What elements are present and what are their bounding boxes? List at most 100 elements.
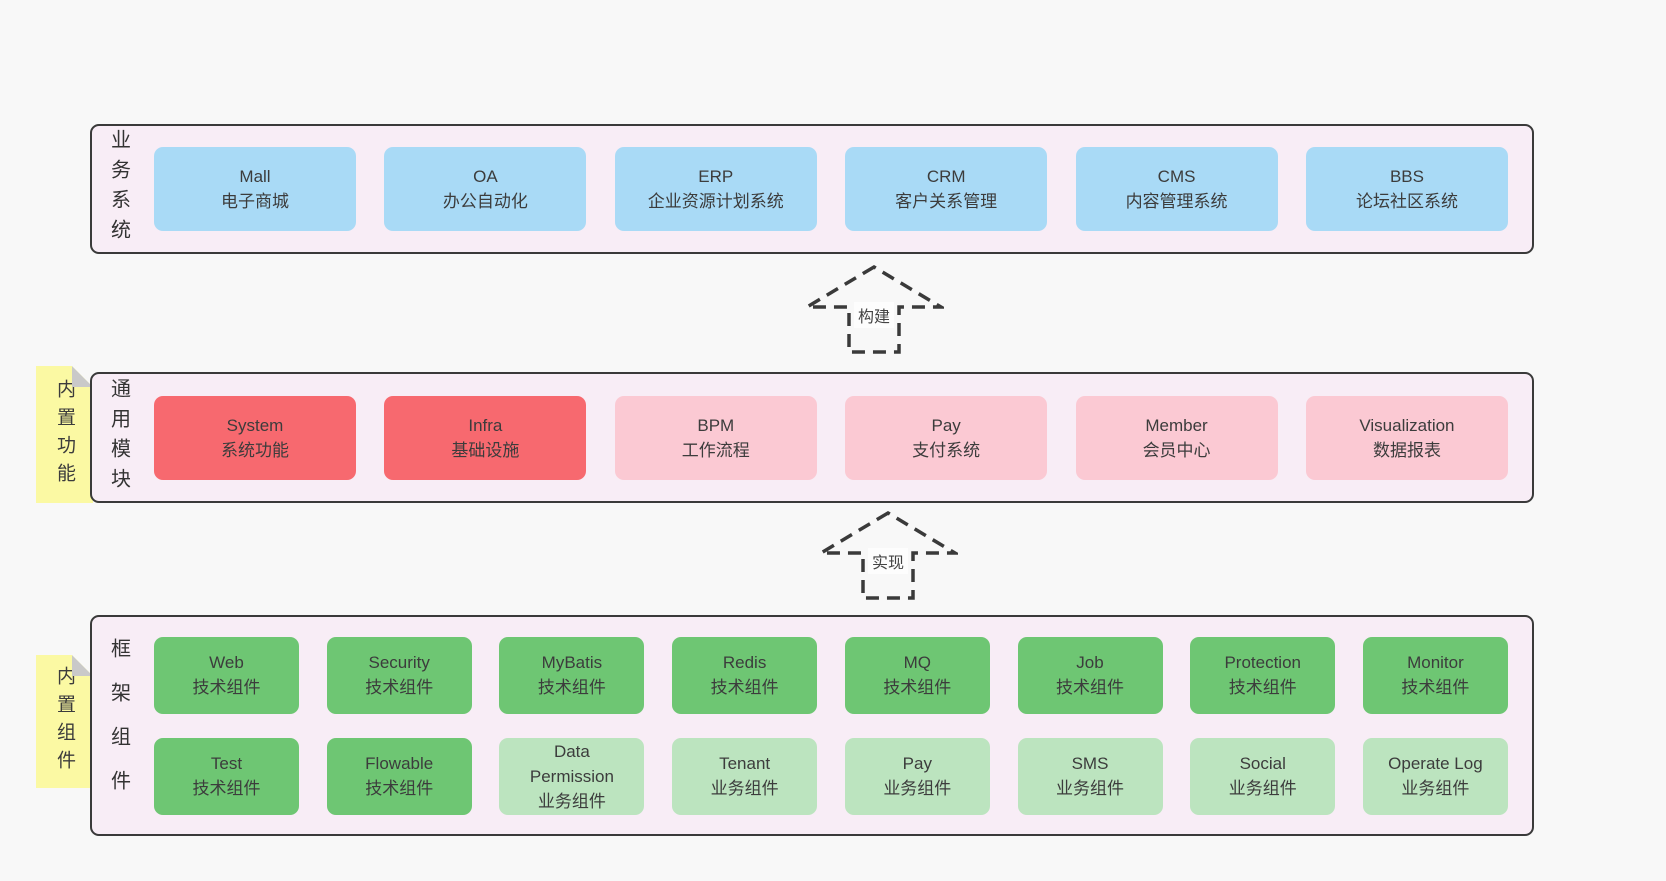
box-subtitle: 业务组件 (1056, 779, 1125, 798)
build-arrow: 构建 (804, 264, 944, 356)
box-infra: Infra 基础设施 (384, 395, 587, 480)
box-cms: CMS 内容管理系统 (1075, 147, 1278, 231)
dashed-up-arrow-icon (804, 264, 944, 354)
box-subtitle: 技术组件 (1056, 678, 1125, 697)
business-systems-side-label: 业务系统 (107, 129, 130, 249)
box-subtitle: 工作流程 (681, 440, 750, 460)
framework-components-panel: 框架组件 Web 技术组件 Security 技术组件 MyBatis 技术组件… (90, 615, 1534, 836)
box-subtitle: 办公自动化 (442, 192, 528, 211)
dashed-up-arrow-icon (818, 510, 958, 600)
box-subtitle: 客户关系管理 (895, 192, 998, 211)
box-subtitle: 论坛社区系统 (1355, 192, 1458, 211)
business-boxes-area: Mall 电子商城 OA 办公自动化 ERP 企业资源计划系统 CRM 客户关系… (146, 126, 1532, 252)
box-title: Data Permission (529, 741, 614, 786)
folded-corner-icon (72, 366, 93, 387)
implement-arrow: 实现 (818, 510, 958, 602)
box-subtitle: 电子商城 (221, 192, 289, 211)
box-subtitle: 业务组件 (710, 779, 779, 798)
box-title: Infra (468, 415, 503, 435)
box-title: Web (209, 653, 244, 672)
box-bbs: BBS 论坛社区系统 (1305, 147, 1508, 231)
box-bpm: BPM 工作流程 (614, 395, 817, 480)
box-subtitle: 内容管理系统 (1125, 192, 1228, 211)
box-title: OA (473, 167, 498, 186)
box-member: Member 会员中心 (1075, 395, 1278, 480)
box-title: Pay (902, 754, 932, 773)
box-title: Operate Log (1388, 754, 1483, 773)
box-oa: OA 办公自动化 (384, 147, 587, 231)
box-operate-log: Operate Log 业务组件 (1362, 737, 1508, 815)
build-arrow-label: 构建 (853, 302, 895, 328)
box-erp: ERP 企业资源计划系统 (614, 147, 817, 231)
built-in-features-tab: 内置功能 (36, 366, 93, 503)
box-flowable: Flowable 技术组件 (326, 737, 472, 815)
box-title: BBS (1389, 167, 1424, 186)
box-title: Pay (931, 415, 961, 435)
box-mq: MQ 技术组件 (844, 636, 990, 714)
box-title: Redis (722, 653, 767, 672)
box-visualization: Visualization 数据报表 (1305, 395, 1508, 480)
box-title: Social (1239, 754, 1286, 773)
box-title: System (226, 415, 284, 435)
components-boxes-area: Web 技术组件 Security 技术组件 MyBatis 技术组件 Redi… (146, 617, 1532, 834)
box-subtitle: 技术组件 (537, 678, 606, 697)
box-subtitle: 技术组件 (365, 678, 434, 697)
box-subtitle: 技术组件 (710, 678, 779, 697)
box-title: Visualization (1359, 415, 1455, 435)
box-security: Security 技术组件 (326, 636, 472, 714)
box-subtitle: 技术组件 (192, 678, 261, 697)
box-tenant: Tenant 业务组件 (672, 737, 818, 815)
box-test: Test 技术组件 (154, 737, 299, 815)
box-title: SMS (1071, 754, 1109, 773)
box-sms: SMS 业务组件 (1017, 737, 1163, 815)
components-box-row-1: Web 技术组件 Security 技术组件 MyBatis 技术组件 Redi… (146, 636, 1532, 714)
box-title: ERP (698, 167, 734, 186)
box-title: CRM (926, 167, 966, 186)
box-redis: Redis 技术组件 (672, 636, 818, 714)
box-subtitle: 业务组件 (1401, 779, 1470, 798)
box-subtitle: 基础设施 (451, 440, 520, 460)
box-subtitle: 业务组件 (1228, 779, 1297, 798)
built-in-features-tab-label: 内置功能 (54, 378, 75, 491)
box-job: Job 技术组件 (1017, 636, 1163, 714)
modules-box-row: System 系统功能 Infra 基础设施 BPM 工作流程 Pay 支付系统… (146, 395, 1532, 480)
box-title: Tenant (719, 754, 771, 773)
box-title: Flowable (365, 754, 434, 773)
box-web: Web 技术组件 (154, 636, 299, 714)
box-subtitle: 技术组件 (192, 779, 261, 798)
box-subtitle: 会员中心 (1142, 440, 1211, 460)
box-mall: Mall 电子商城 (154, 147, 356, 231)
box-data-permission: Data Permission 业务组件 (499, 737, 645, 815)
framework-components-side-label: 框架组件 (107, 637, 130, 814)
box-subtitle: 技术组件 (1228, 678, 1297, 697)
box-subtitle: 业务组件 (883, 779, 952, 798)
box-subtitle: 技术组件 (1401, 678, 1470, 697)
box-protection: Protection 技术组件 (1190, 636, 1336, 714)
box-title: Member (1145, 415, 1208, 435)
common-modules-side-label: 通用模块 (107, 377, 130, 498)
business-systems-panel: 业务系统 Mall 电子商城 OA 办公自动化 ERP 企业资源计划系统 CRM… (90, 124, 1534, 254)
box-title: Mall (239, 167, 271, 186)
box-pay: Pay 支付系统 (845, 395, 1048, 480)
box-system: System 系统功能 (154, 395, 356, 480)
box-title: Test (210, 754, 243, 773)
box-crm: CRM 客户关系管理 (845, 147, 1048, 231)
box-title: MyBatis (541, 653, 603, 672)
modules-boxes-area: System 系统功能 Infra 基础设施 BPM 工作流程 Pay 支付系统… (146, 374, 1532, 501)
box-social: Social 业务组件 (1190, 737, 1336, 815)
business-box-row: Mall 电子商城 OA 办公自动化 ERP 企业资源计划系统 CRM 客户关系… (146, 147, 1532, 231)
implement-arrow-label: 实现 (867, 548, 909, 574)
box-subtitle: 企业资源计划系统 (647, 192, 784, 211)
box-title: Job (1076, 653, 1104, 672)
box-title: CMS (1157, 167, 1196, 186)
box-subtitle: 系统功能 (221, 440, 289, 460)
box-pay-component: Pay 业务组件 (844, 737, 990, 815)
box-title: BPM (697, 415, 735, 435)
box-mybatis: MyBatis 技术组件 (499, 636, 645, 714)
box-title: Security (368, 653, 430, 672)
components-box-row-2: Test 技术组件 Flowable 技术组件 Data Permission … (146, 737, 1532, 815)
box-title: MQ (903, 653, 931, 672)
box-subtitle: 业务组件 (537, 791, 606, 811)
box-monitor: Monitor 技术组件 (1362, 636, 1508, 714)
box-title: Monitor (1407, 653, 1464, 672)
